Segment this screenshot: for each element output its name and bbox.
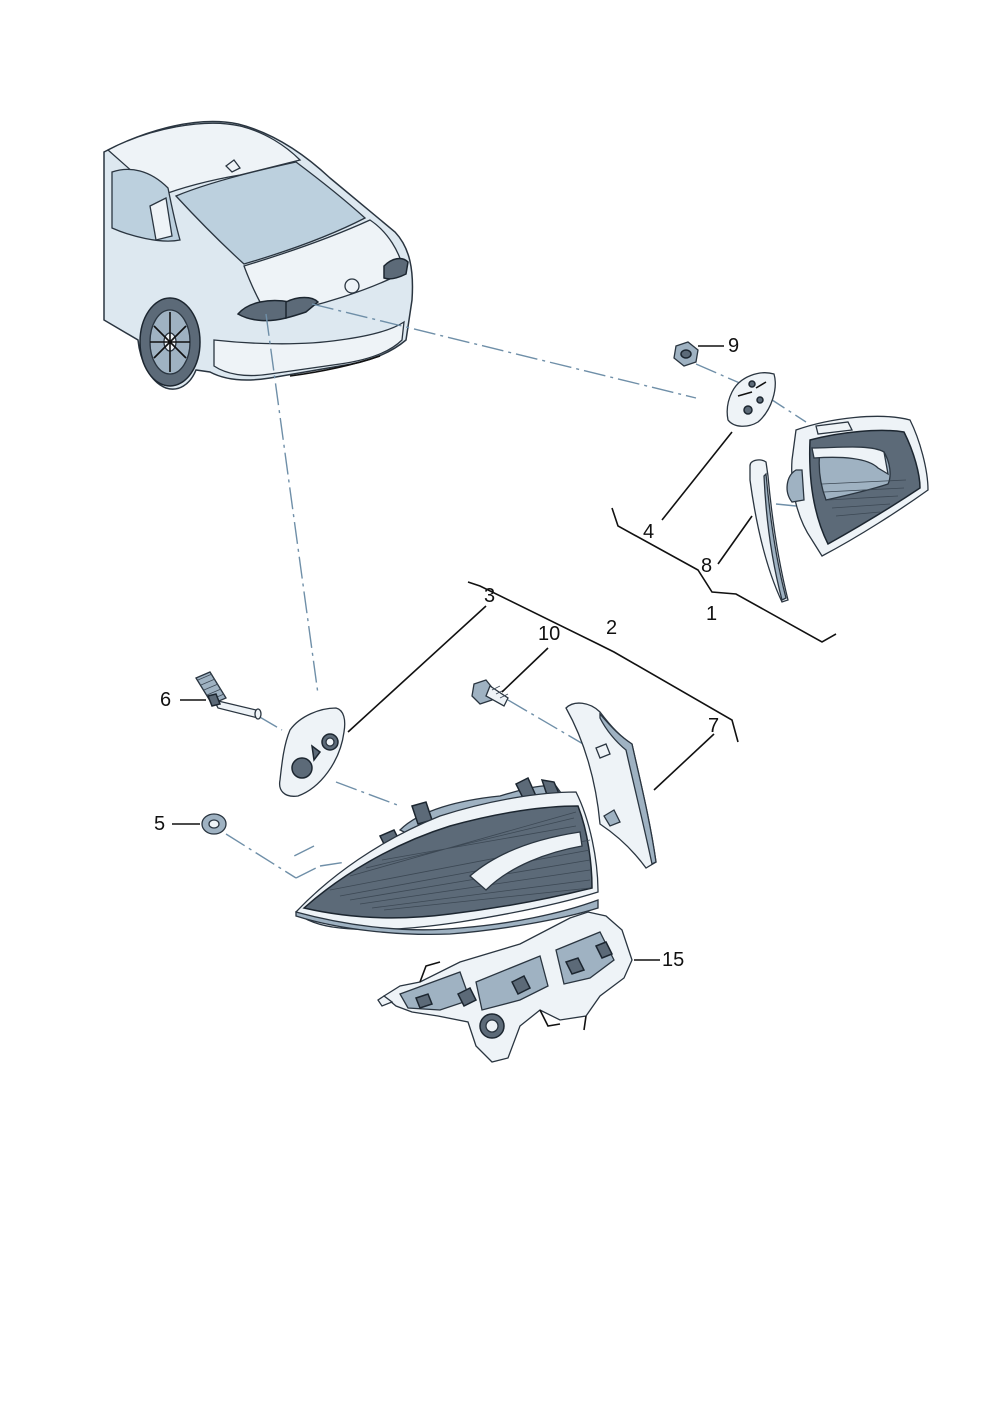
callout-15: 15 <box>662 949 684 971</box>
callout-7: 7 <box>708 715 719 737</box>
part-6-adjuster-screw <box>195 671 262 720</box>
leader-lines <box>172 345 837 961</box>
callout-2: 2 <box>606 617 617 639</box>
callout-8: 8 <box>701 555 712 577</box>
callout-10: 10 <box>538 623 560 645</box>
part-3-seal-lower <box>278 707 346 797</box>
part-1-tail-light-inner <box>786 415 929 557</box>
part-2-tail-light-outer <box>295 776 599 936</box>
part-15-bracket <box>377 911 633 1063</box>
part-9-nut <box>673 341 699 367</box>
callout-4: 4 <box>643 521 654 543</box>
part-5-grommet <box>201 813 227 835</box>
callout-labels: 9 4 8 1 3 2 10 7 6 5 15 <box>154 335 739 971</box>
part-7-cover-panel <box>565 702 657 869</box>
callout-3: 3 <box>484 585 495 607</box>
part-10-bolt <box>471 679 509 707</box>
callout-9: 9 <box>728 335 739 357</box>
callout-1: 1 <box>706 603 717 625</box>
callout-5: 5 <box>154 813 165 835</box>
car-illustration <box>103 120 414 390</box>
part-4-seal-upper <box>726 372 776 427</box>
callout-6: 6 <box>160 689 171 711</box>
part-8-trim-strip <box>749 459 789 603</box>
